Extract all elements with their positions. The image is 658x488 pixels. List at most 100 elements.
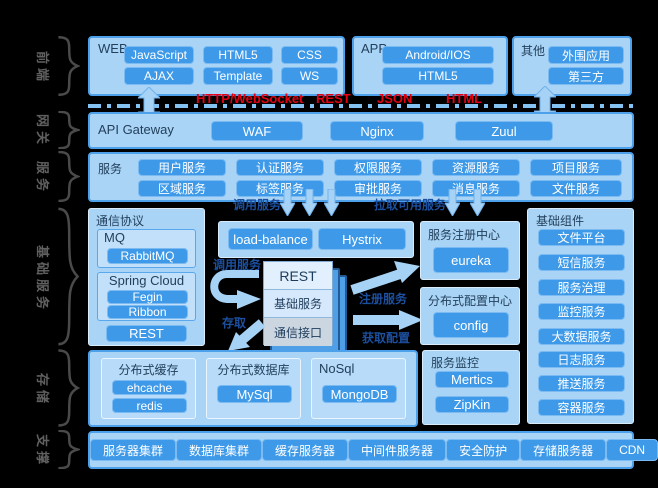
- rail-label-storage: 存储: [35, 372, 50, 407]
- gateway-panel-title: API Gateway: [98, 122, 174, 137]
- chip-server-cluster: 服务器集群: [90, 439, 177, 461]
- chip-external-app: 外围应用: [548, 46, 624, 64]
- chip-file-service: 文件服务: [530, 180, 622, 197]
- service-registry-title: 服务注册中心: [428, 228, 501, 242]
- chip-log-service: 日志服务: [538, 351, 625, 368]
- chip-app-html5: HTML5: [382, 67, 494, 85]
- distributed-db-box: 分布式数据库 MySql: [206, 358, 301, 419]
- base-service-stack: REST 基础服务 通信接口: [263, 261, 333, 346]
- config-center-title: 分布式配置中心: [428, 294, 513, 308]
- chip-third-party: 第三方: [548, 67, 624, 85]
- chip-region-service: 区域服务: [138, 180, 226, 197]
- rail-label-base: 基础服务: [35, 244, 50, 313]
- chip-android-ios: Android/IOS: [382, 46, 494, 64]
- stack-cell-comm-interface: 通信接口: [264, 318, 332, 346]
- chip-ehcache: ehcache: [112, 380, 187, 395]
- chip-bigdata-service: 大数据服务: [538, 328, 625, 345]
- nosql-box: NoSql MongoDB: [311, 358, 406, 419]
- spring-cloud-box: Spring Cloud Fegin Ribbon: [97, 272, 196, 321]
- rail-label-services: 服务: [35, 160, 50, 195]
- other-panel-title: 其他: [521, 44, 546, 58]
- mq-box-title: MQ: [104, 230, 125, 245]
- comm-protocol-panel: 通信协议 MQ RabbitMQ Spring Cloud Fegin Ribb…: [88, 208, 205, 346]
- chip-permission-service: 权限服务: [334, 159, 422, 176]
- down-arrow-icon: [445, 189, 460, 216]
- chip-load-balance: load-balance: [228, 228, 313, 250]
- chip-mertics: Mertics: [435, 371, 509, 388]
- down-arrow-icon: [302, 189, 317, 216]
- chip-auth-service: 认证服务: [236, 159, 324, 176]
- chip-eureka: eureka: [433, 247, 509, 273]
- web-panel: WEB JavaScript HTML5 CSS AJAX Template W…: [88, 36, 345, 96]
- chip-user-service: 用户服务: [138, 159, 226, 176]
- chip-db-cluster: 数据库集群: [176, 439, 263, 461]
- distributed-cache-title: 分布式缓存: [118, 363, 179, 377]
- chip-tag-service: 标签服务: [236, 180, 324, 197]
- down-arrow-icon: [280, 189, 295, 216]
- chip-zuul: Zuul: [455, 121, 553, 141]
- chip-ajax: AJAX: [124, 67, 194, 85]
- brace-frontend-icon: [56, 36, 80, 96]
- chip-monitoring-service: 监控服务: [538, 303, 625, 320]
- brace-base-icon: [56, 206, 80, 347]
- brace-support-icon: [56, 430, 80, 469]
- service-monitor-panel: 服务监控 Mertics ZipKin: [422, 350, 520, 425]
- chip-nginx: Nginx: [330, 121, 424, 141]
- chip-file-platform: 文件平台: [538, 229, 625, 246]
- chip-rest: REST: [106, 325, 187, 342]
- chip-push-service: 推送服务: [538, 375, 625, 392]
- stack-cell-base-service: 基础服务: [264, 290, 332, 318]
- chip-approval-service: 审批服务: [334, 180, 422, 197]
- chip-mongodb: MongoDB: [322, 385, 397, 403]
- stack-cell-rest: REST: [264, 262, 332, 290]
- distributed-db-title: 分布式数据库: [217, 363, 290, 377]
- chip-ribbon: Ribbon: [107, 305, 188, 319]
- distributed-cache-box: 分布式缓存 ehcache redis: [101, 358, 196, 419]
- rail-label-frontend: 前端: [35, 50, 50, 85]
- chip-html5: HTML5: [203, 46, 273, 64]
- chip-sms-service: 短信服务: [538, 254, 625, 271]
- chip-zipkin: ZipKin: [435, 396, 509, 413]
- protocol-label-html: HTML: [446, 91, 483, 106]
- services-panel: 服务 用户服务 认证服务 权限服务 资源服务 项目服务 区域服务 标签服务 审批…: [88, 152, 634, 202]
- chip-container-service: 容器服务: [538, 399, 625, 416]
- chip-service-governance: 服务治理: [538, 279, 625, 296]
- base-components-panel: 基础组件 文件平台 短信服务 服务治理 监控服务 大数据服务 日志服务 推送服务…: [527, 208, 634, 424]
- comm-protocol-title: 通信协议: [96, 214, 145, 228]
- chip-mysql: MySql: [217, 385, 292, 403]
- app-panel-title: APP: [361, 41, 388, 56]
- down-arrow-icon: [470, 189, 485, 216]
- chip-middleware-server: 中间件服务器: [348, 439, 447, 461]
- label-register-service: 注册服务: [359, 292, 408, 306]
- lb-panel: load-balance Hystrix: [218, 221, 414, 258]
- chip-fegin: Fegin: [107, 290, 188, 304]
- nosql-title: NoSql: [319, 361, 355, 376]
- support-panel: 服务器集群 数据库集群 缓存服务器 中间件服务器 安全防护 存储服务器 CDN: [88, 431, 658, 469]
- spring-cloud-title: Spring Cloud: [108, 273, 185, 288]
- protocol-label-http: HTTP/WebSocket: [196, 91, 304, 106]
- protocol-dash-line: [88, 104, 634, 108]
- register-arrow-icon: [350, 261, 420, 295]
- base-components-title: 基础组件: [536, 214, 585, 228]
- label-get-config: 获取配置: [362, 331, 411, 345]
- chip-javascript: JavaScript: [124, 46, 194, 64]
- chip-security-protection: 安全防护: [446, 439, 521, 461]
- label-invoke-service-left: 调用服务: [213, 258, 262, 272]
- access-arrow-icon: [228, 319, 266, 351]
- gateway-panel: API Gateway WAF Nginx Zuul: [88, 112, 634, 149]
- get-config-arrow-icon: [353, 310, 423, 330]
- chip-cache-server: 缓存服务器: [262, 439, 349, 461]
- rail-label-support: 支撑: [35, 433, 50, 468]
- service-monitor-title: 服务监控: [431, 356, 480, 370]
- protocol-label-json: JSON: [377, 91, 413, 106]
- chip-css: CSS: [281, 46, 338, 64]
- mq-box: MQ RabbitMQ: [97, 229, 196, 268]
- chip-hystrix: Hystrix: [318, 228, 406, 250]
- rail-label-gateway: 网关: [35, 113, 50, 148]
- chip-ws: WS: [281, 67, 338, 85]
- curve-arrow-icon: [210, 270, 261, 309]
- config-center-panel: 分布式配置中心 config: [420, 287, 520, 345]
- service-registry-panel: 服务注册中心 eureka: [420, 221, 520, 280]
- brace-storage-icon: [56, 349, 80, 427]
